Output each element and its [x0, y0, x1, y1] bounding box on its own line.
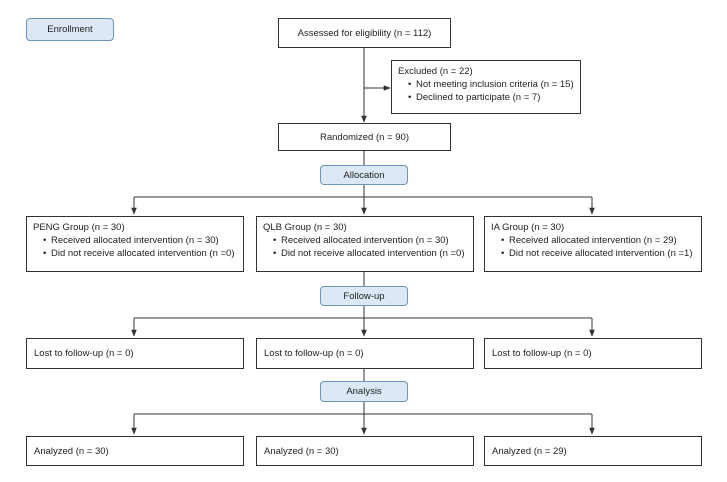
- group-item: Did not receive allocated intervention (…: [501, 247, 695, 260]
- analyzed-box-ia: Analyzed (n = 29): [484, 436, 702, 466]
- assessed-box: Assessed for eligibility (n = 112): [278, 18, 451, 48]
- allocation-label: Allocation: [320, 165, 408, 185]
- lost-box-ia: Lost to follow-up (n = 0): [484, 338, 702, 369]
- excluded-item: Declined to participate (n = 7): [408, 91, 574, 104]
- excluded-item: Not meeting inclusion criteria (n = 15): [408, 78, 574, 91]
- group-item: Received allocated intervention (n = 30): [273, 234, 467, 247]
- lost-box-peng: Lost to follow-up (n = 0): [26, 338, 244, 369]
- analyzed-box-peng: Analyzed (n = 30): [26, 436, 244, 466]
- excluded-box: Excluded (n = 22) Not meeting inclusion …: [391, 60, 581, 114]
- group-allocation-qlb: QLB Group (n = 30) Received allocated in…: [256, 216, 474, 272]
- lost-box-qlb: Lost to follow-up (n = 0): [256, 338, 474, 369]
- group-allocation-ia: IA Group (n = 30) Received allocated int…: [484, 216, 702, 272]
- group-title: QLB Group (n = 30): [263, 222, 347, 233]
- follow-up-label: Follow-up: [320, 286, 408, 306]
- analyzed-box-qlb: Analyzed (n = 30): [256, 436, 474, 466]
- group-item: Received allocated intervention (n = 30): [43, 234, 237, 247]
- enrollment-label: Enrollment: [26, 18, 114, 41]
- group-title: PENG Group (n = 30): [33, 222, 125, 233]
- group-title: IA Group (n = 30): [491, 222, 565, 233]
- analysis-label: Analysis: [320, 381, 408, 402]
- randomized-box: Randomized (n = 90): [278, 123, 451, 151]
- group-item: Did not receive allocated intervention (…: [43, 247, 237, 260]
- group-item: Did not receive allocated intervention (…: [273, 247, 467, 260]
- excluded-title: Excluded (n = 22): [398, 66, 473, 77]
- group-allocation-peng: PENG Group (n = 30) Received allocated i…: [26, 216, 244, 272]
- group-item: Received allocated intervention (n = 29): [501, 234, 695, 247]
